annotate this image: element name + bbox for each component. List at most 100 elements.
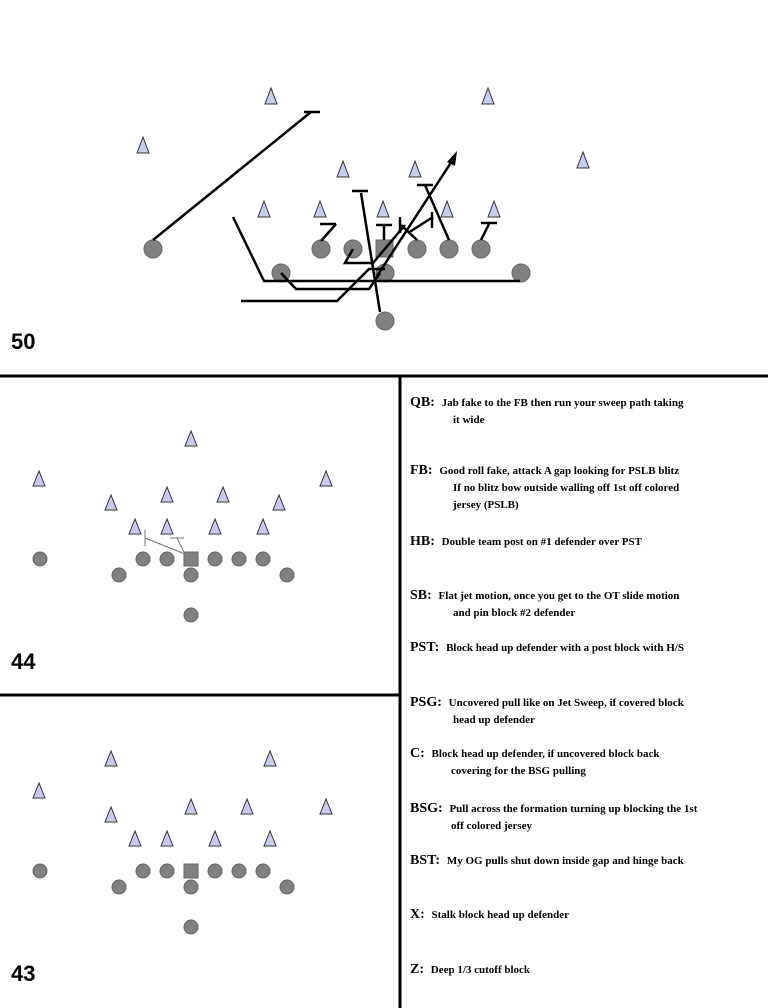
defender	[336, 159, 350, 178]
note-hb: HB: Double team post on #1 defender over…	[410, 533, 642, 551]
defender	[481, 86, 495, 105]
player	[159, 551, 175, 567]
offense-50	[143, 239, 531, 331]
defender	[263, 829, 277, 847]
player	[135, 863, 151, 879]
defender	[319, 469, 333, 487]
note-position: Z:	[410, 962, 424, 977]
note-text: Double team post on #1 defender over PST	[441, 536, 642, 548]
defender	[160, 517, 174, 535]
note-text: Stalk block head up defender	[431, 909, 570, 921]
route-qb-sweep	[359, 192, 382, 313]
player	[255, 863, 271, 879]
note-position: SB:	[410, 588, 432, 603]
defender	[487, 199, 501, 218]
note-bst: BST: My OG pulls shut down inside gap an…	[410, 852, 684, 870]
note-bsg: BSG: Pull across the formation turning u…	[410, 800, 697, 835]
note-text: jersey (PSLB)	[453, 499, 519, 511]
note-text: off colored jersey	[451, 820, 533, 832]
player	[32, 863, 48, 879]
note-x: X: Stalk block head up defender	[410, 906, 569, 924]
note-text: it wide	[453, 414, 485, 426]
player	[159, 863, 175, 879]
player	[183, 879, 199, 895]
player-sb	[511, 263, 531, 283]
defender	[32, 469, 46, 487]
defender	[104, 805, 118, 823]
panel-label-50: 50	[11, 329, 36, 354]
defender	[104, 749, 118, 767]
note-pst: PST: Block head up defender with a post …	[410, 639, 684, 657]
note-text: Flat jet motion, once you get to the OT …	[438, 590, 680, 602]
note-text: Jab fake to the FB then run your sweep p…	[441, 397, 684, 409]
defender	[160, 829, 174, 847]
defender	[313, 199, 327, 218]
block-mark	[176, 537, 186, 555]
player	[111, 567, 127, 583]
defender	[32, 781, 46, 799]
note-position: PST:	[410, 640, 440, 655]
note-text: Pull across the formation turning up blo…	[449, 803, 698, 815]
note-text: Block head up defender with a post block…	[446, 642, 684, 654]
panel-label-44: 44	[11, 649, 36, 674]
defender	[264, 86, 278, 105]
player-lineman	[407, 239, 427, 259]
note-position: BST:	[410, 853, 441, 868]
player	[111, 879, 127, 895]
defender	[128, 517, 142, 535]
defender	[160, 485, 174, 503]
note-text: and pin block #2 defender	[453, 607, 576, 619]
route-fb-path	[241, 267, 385, 303]
diagram-43	[32, 749, 333, 935]
offense-44	[32, 551, 295, 623]
arrowhead	[447, 151, 457, 166]
player	[135, 551, 151, 567]
note-text: Good roll fake, attack A gap looking for…	[439, 465, 680, 477]
player	[32, 551, 48, 567]
note-position: HB:	[410, 534, 435, 549]
diagram-44	[32, 429, 333, 623]
player-lineman	[439, 239, 459, 259]
defender	[128, 829, 142, 847]
note-qb: QB: Jab fake to the FB then run your swe…	[410, 394, 683, 429]
note-fb: FB: Good roll fake, attack A gap looking…	[410, 462, 679, 514]
route-x-stalk	[152, 111, 312, 241]
note-position: PSG:	[410, 695, 442, 710]
player-fb	[375, 311, 395, 331]
player	[279, 879, 295, 895]
defender	[208, 517, 222, 535]
note-z: Z: Deep 1/3 cutoff block	[410, 961, 530, 979]
defender	[256, 517, 270, 535]
note-psg: PSG: Uncovered pull like on Jet Sweep, i…	[410, 694, 684, 729]
note-position: X:	[410, 907, 425, 922]
note-position: BSG:	[410, 801, 443, 816]
defender	[272, 493, 286, 511]
player	[279, 567, 295, 583]
diagram-50	[136, 86, 590, 331]
defender	[408, 159, 422, 178]
note-position: FB:	[410, 463, 433, 478]
defenders-44	[32, 429, 333, 535]
defender	[136, 135, 150, 154]
player-x	[143, 239, 163, 259]
player	[183, 607, 199, 623]
note-text: Uncovered pull like on Jet Sweep, if cov…	[448, 697, 684, 709]
defender	[216, 485, 230, 503]
defender	[440, 199, 454, 218]
note-position: QB:	[410, 395, 435, 410]
panel-label-43: 43	[11, 961, 36, 986]
defender	[104, 493, 118, 511]
player-center	[183, 551, 199, 567]
note-text: My OG pulls shut down inside gap and hin…	[446, 855, 684, 867]
note-sb: SB: Flat jet motion, once you get to the…	[410, 587, 679, 622]
route-post	[320, 223, 337, 242]
player-lineman	[471, 239, 491, 259]
defender	[376, 199, 390, 218]
offense-43	[32, 863, 295, 935]
note-c: C: Block head up defender, if uncovered …	[410, 745, 660, 780]
defender	[184, 429, 198, 447]
route-tackle	[407, 215, 434, 235]
player-lineman	[311, 239, 331, 259]
defender	[257, 199, 271, 218]
